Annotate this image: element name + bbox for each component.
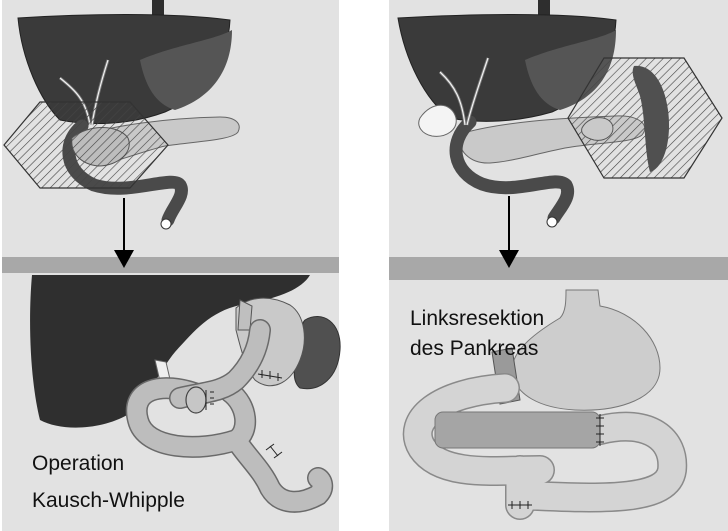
pancreas-remnant: [435, 412, 600, 448]
left-divider-band: [2, 257, 339, 273]
pancreatic-anastomosis: [186, 387, 206, 413]
right-caption-line2: des Pankreas: [410, 337, 538, 360]
left-caption-line1: Operation: [32, 452, 124, 475]
esophagus: [238, 300, 252, 330]
right-caption-line1: Linksresektion: [410, 307, 544, 330]
left-panel: Operation Kausch-Whipple: [2, 0, 340, 531]
suture-line-2: [508, 501, 532, 509]
duodenum-end: [547, 217, 557, 227]
right-panel: Linksresektion des Pankreas: [389, 0, 728, 531]
duodenum-end: [161, 219, 171, 229]
right-divider-band: [389, 257, 728, 280]
left-caption-line2: Kausch-Whipple: [32, 489, 185, 512]
